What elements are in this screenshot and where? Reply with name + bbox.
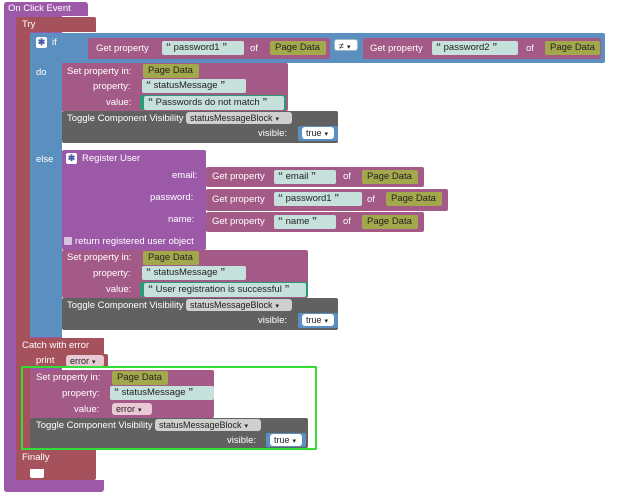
get-property-label: Get property: [212, 216, 265, 227]
finally-header[interactable]: [16, 450, 96, 466]
chevron-down-icon: ▾: [324, 318, 329, 325]
page-data-pill[interactable]: Page Data: [545, 41, 600, 55]
catch-header[interactable]: [16, 338, 104, 354]
of-label: of: [343, 216, 351, 227]
visible-label: visible:: [227, 435, 257, 446]
chevron-down-icon: ▾: [244, 423, 249, 430]
value-label: value:: [106, 97, 132, 108]
get-property-label: Get property: [96, 43, 149, 54]
value-string[interactable]: “ Passwords do not match ”: [144, 96, 284, 110]
property-label: property:: [93, 268, 131, 279]
of-label: of: [250, 43, 258, 54]
print-label: print: [36, 355, 55, 366]
register-user-block[interactable]: [62, 150, 206, 250]
if-footer: [30, 327, 62, 337]
page-data-pill[interactable]: Page Data: [143, 251, 199, 265]
value-label: value:: [106, 284, 132, 295]
component-dropdown[interactable]: statusMessageBlock▾: [155, 419, 261, 431]
chevron-down-icon: ▾: [346, 44, 351, 51]
page-data-pill[interactable]: Page Data: [386, 192, 442, 206]
on-click-event-header[interactable]: [4, 2, 88, 16]
finally-label: Finally: [22, 452, 50, 463]
property-label: property:: [62, 388, 100, 399]
visible-dropdown[interactable]: true▾: [302, 314, 334, 326]
gear-icon[interactable]: ✱: [66, 153, 77, 164]
email-label: email:: [172, 170, 198, 181]
password-label: password:: [150, 192, 194, 203]
page-data-pill[interactable]: Page Data: [143, 64, 199, 78]
event-title: On Click Event: [8, 3, 71, 14]
value-string[interactable]: “ User registration is successful ”: [144, 283, 306, 297]
toggle-label: Toggle Component Visibility: [67, 113, 184, 124]
else-label: else: [36, 154, 54, 165]
event-footer: [4, 480, 104, 492]
operator-dropdown[interactable]: ≠▾: [334, 39, 358, 51]
selection-highlight: [21, 366, 317, 450]
set-property-label: Set property in:: [67, 252, 132, 263]
visible-dropdown[interactable]: true▾: [302, 127, 334, 139]
try-block[interactable]: [16, 17, 30, 480]
register-user-label: Register User: [82, 153, 141, 164]
value-label: value:: [74, 404, 100, 415]
of-label: of: [367, 194, 375, 205]
password2-string[interactable]: “ password2 ”: [432, 41, 518, 55]
try-label: Try: [22, 19, 36, 30]
chevron-down-icon: ▾: [324, 131, 329, 138]
component-dropdown[interactable]: statusMessageBlock▾: [186, 112, 292, 124]
catch-label: Catch with error: [22, 340, 90, 351]
page-data-pill[interactable]: Page Data: [112, 371, 168, 385]
property-string[interactable]: “ statusMessage ”: [110, 386, 214, 400]
get-property-label: Get property: [212, 171, 265, 182]
return-label: return registered user object: [75, 236, 194, 247]
component-dropdown[interactable]: statusMessageBlock▾: [186, 299, 292, 311]
try-footer: [16, 466, 96, 480]
visible-label: visible:: [258, 315, 288, 326]
chevron-down-icon: ▾: [292, 438, 297, 445]
chevron-down-icon: ▾: [92, 359, 96, 366]
property-string[interactable]: “ statusMessage ”: [142, 79, 246, 93]
toggle-label: Toggle Component Visibility: [36, 420, 153, 431]
set-property-label: Set property in:: [67, 66, 132, 77]
chevron-down-icon: ▾: [275, 303, 280, 310]
error-variable-dropdown[interactable]: error▾: [112, 403, 152, 415]
chevron-down-icon: ▾: [275, 116, 280, 123]
chevron-down-icon: ▾: [138, 407, 142, 414]
email-string[interactable]: “ email ”: [274, 170, 336, 184]
page-data-pill[interactable]: Page Data: [362, 170, 418, 184]
do-label: do: [36, 67, 47, 78]
property-label: property:: [93, 81, 131, 92]
get-property-label: Get property: [212, 194, 265, 205]
error-variable-dropdown[interactable]: error▾: [66, 355, 104, 367]
name-string[interactable]: “ name ”: [274, 215, 336, 229]
try-header[interactable]: [16, 17, 96, 32]
get-property-label: Get property: [370, 43, 423, 54]
set-property-value-row: [62, 63, 70, 111]
of-label: of: [343, 171, 351, 182]
visible-dropdown[interactable]: true▾: [270, 434, 302, 446]
name-label: name:: [168, 214, 195, 225]
password1-string[interactable]: “ password1 ”: [162, 41, 244, 55]
of-label: of: [526, 43, 534, 54]
visible-label: visible:: [258, 128, 288, 139]
password-string[interactable]: “ password1 ”: [274, 192, 362, 206]
gear-icon[interactable]: ✱: [36, 37, 47, 48]
property-string[interactable]: “ statusMessage ”: [142, 266, 246, 280]
try-footer-notch: [30, 469, 44, 478]
if-label: if: [52, 37, 57, 48]
if-block[interactable]: [30, 33, 62, 337]
set-property-label: Set property in:: [36, 372, 101, 383]
page-data-pill[interactable]: Page Data: [362, 215, 418, 229]
toggle-label: Toggle Component Visibility: [67, 300, 184, 311]
page-data-pill[interactable]: Page Data: [270, 41, 326, 55]
return-checkbox[interactable]: [64, 237, 72, 245]
